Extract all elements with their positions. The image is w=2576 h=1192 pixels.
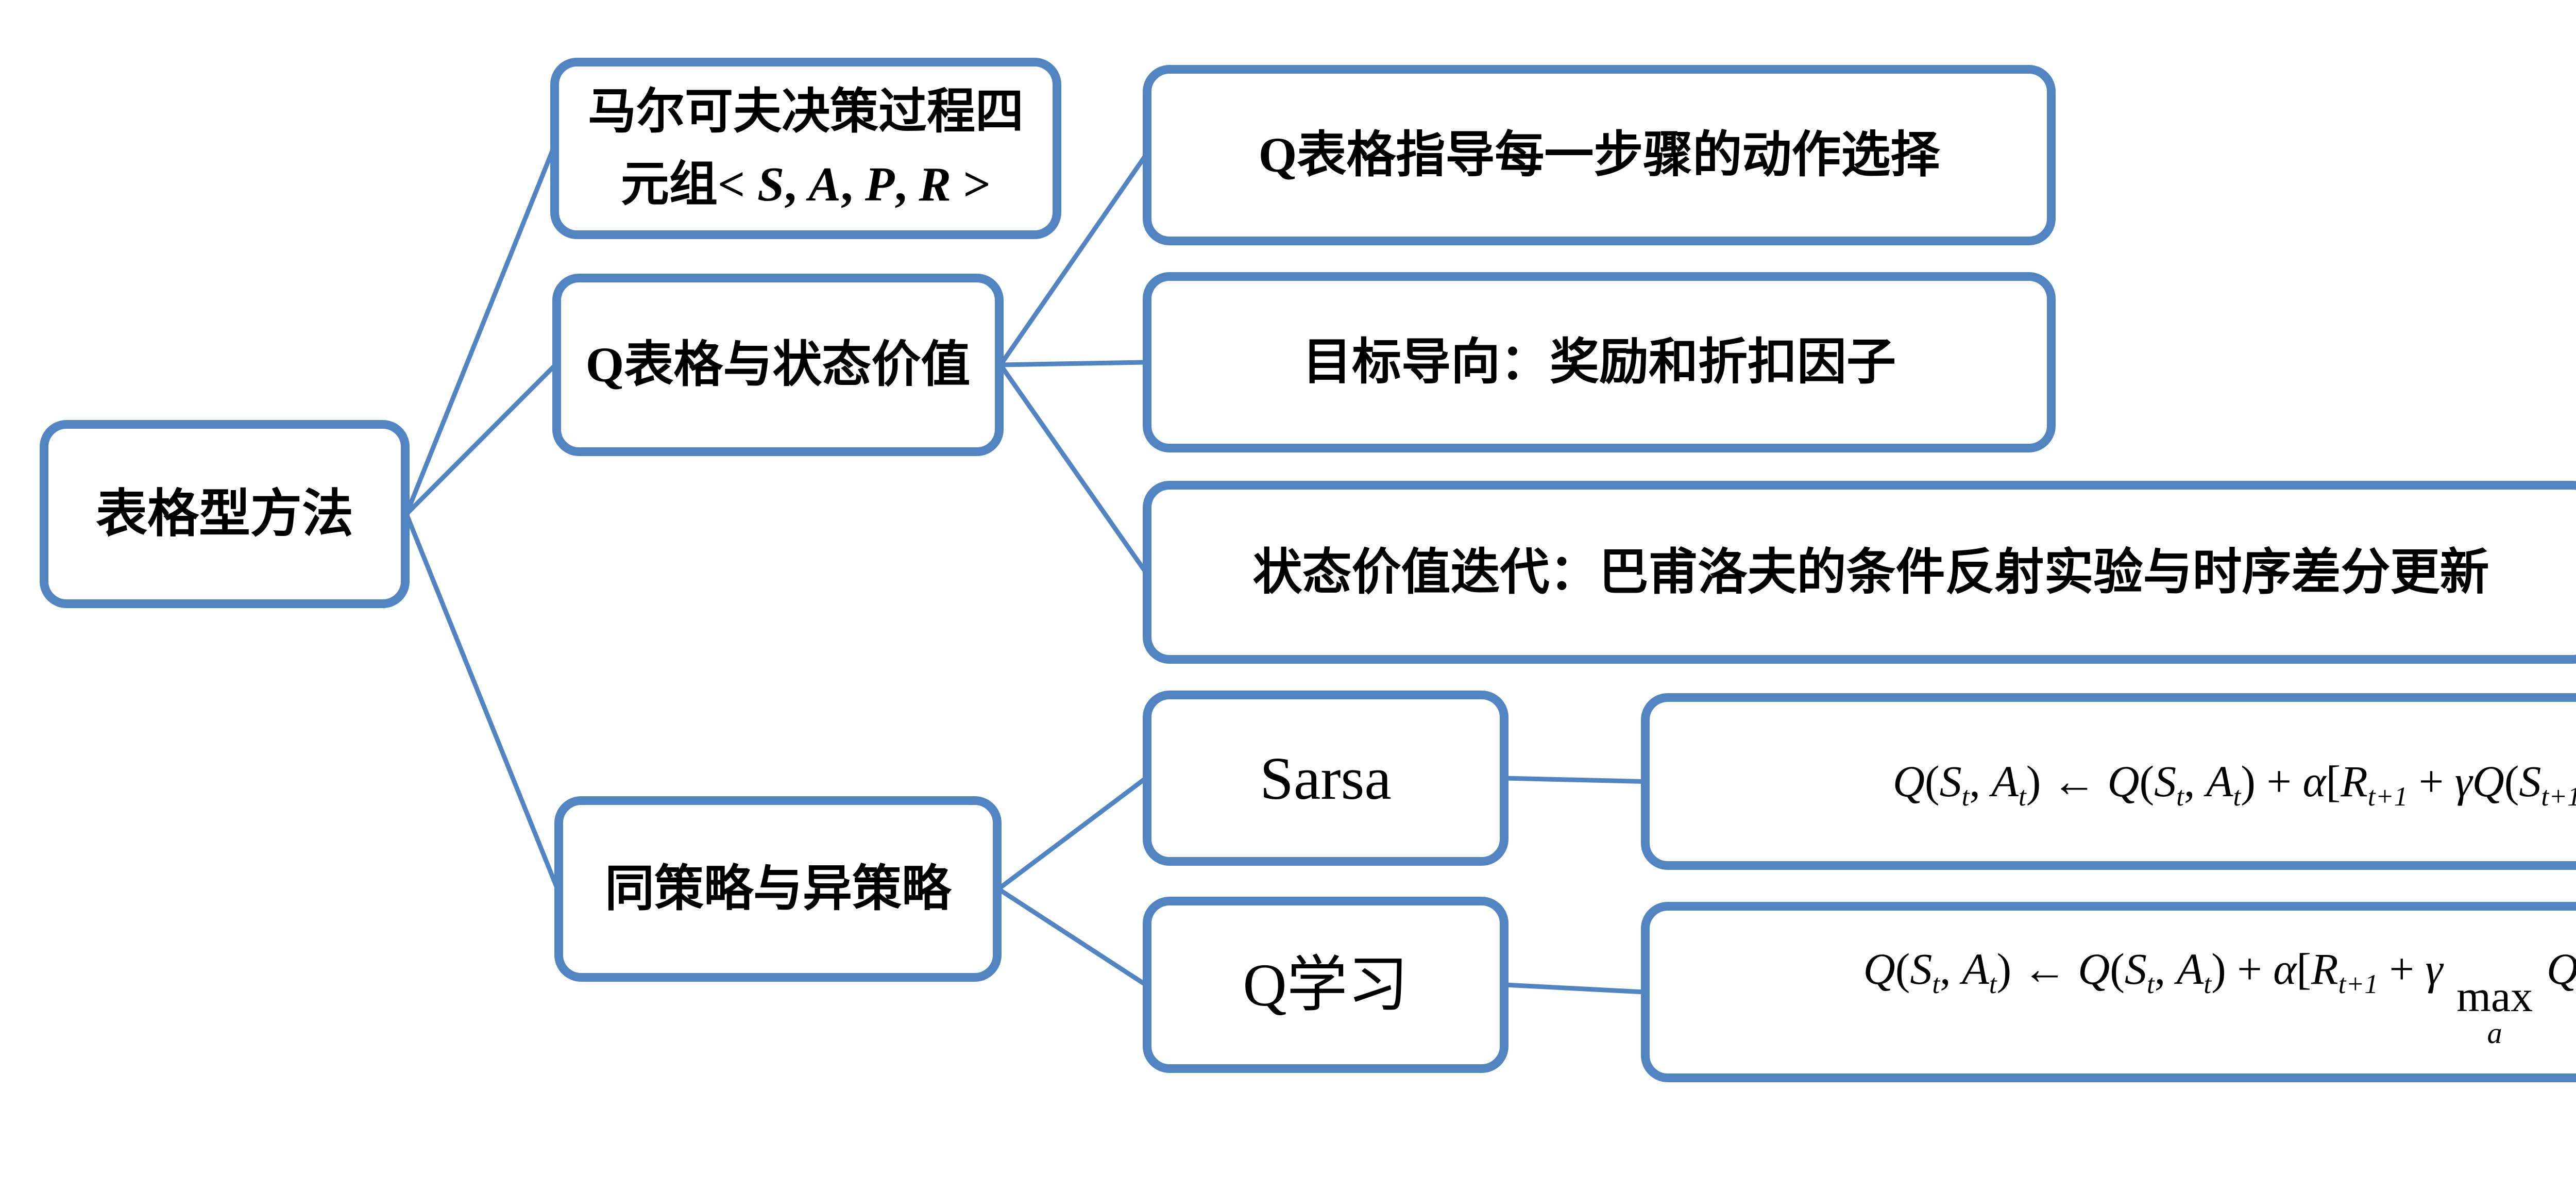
connector-qtable-goal [1000,360,1146,367]
connector-root-policy [404,513,560,890]
connector-sarsa-sarsaF [1505,776,1645,784]
node-iter[interactable]: 状态价值迭代：巴甫洛夫的条件反射实验与时序差分更新 [1143,481,2576,664]
node-goal[interactable]: 目标导向：奖励和折扣因子 [1143,272,2056,452]
node-root[interactable]: 表格型方法 [40,420,410,608]
connector-qlearn-qlearnF [1505,982,1645,995]
node-label: Q表格指导每一步骤的动作选择 [1258,127,1940,182]
node-policy[interactable]: 同策略与异策略 [554,796,1002,982]
node-label: Sarsa [1260,744,1392,812]
node-label: Q表格与状态价值 [585,337,971,392]
node-label: Q(St, At) ← Q(St, At) + α[Rt+1 + γQ(St+1… [1892,757,2576,812]
connector-root-qtable [404,363,557,516]
node-label: 目标导向：奖励和折扣因子 [1302,334,1896,390]
node-label: 状态价值迭代：巴甫洛夫的条件反射实验与时序差分更新 [1252,544,2489,600]
connector-qtable-iter [998,363,1148,574]
connector-policy-sarsa [997,776,1147,891]
node-label: 同策略与异策略 [605,861,951,916]
connector-qtable-qguide [998,154,1148,366]
node-sarsa[interactable]: Sarsa [1143,691,1509,866]
connector-root-mdp [404,147,556,515]
node-mdp[interactable]: 马尔可夫决策过程四元组< S, A, P, R > [550,58,1061,239]
node-label: Q学习 [1243,951,1409,1019]
node-label: 马尔可夫决策过程四元组< S, A, P, R > [587,85,1024,211]
connector-policy-qlearn [997,887,1147,987]
node-qlearn[interactable]: Q学习 [1143,897,1509,1073]
node-sarsaF[interactable]: Q(St, At) ← Q(St, At) + α[Rt+1 + γQ(St+1… [1641,693,2576,870]
node-label: 表格型方法 [96,485,353,543]
node-qtable[interactable]: Q表格与状态价值 [552,274,1004,456]
node-qguide[interactable]: Q表格指导每一步骤的动作选择 [1143,65,2056,245]
